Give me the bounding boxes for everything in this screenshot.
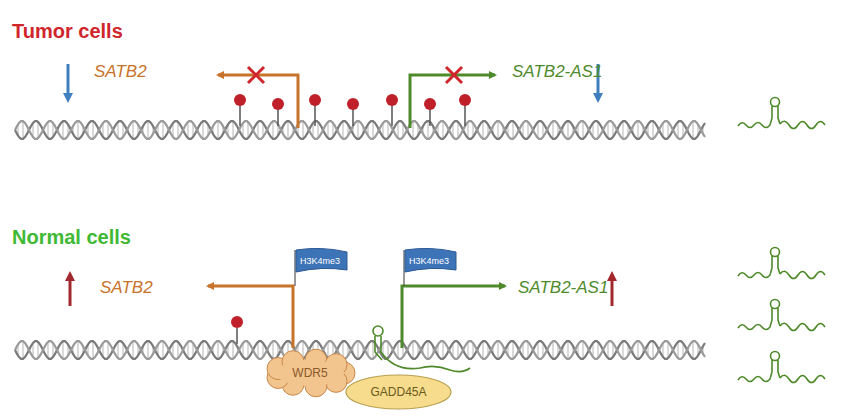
node-text: GADD45A bbox=[370, 385, 426, 399]
rna-molecules bbox=[373, 98, 825, 383]
gene-name: SATB2-AS1 bbox=[512, 62, 602, 82]
protein-cloud: WDR5 bbox=[270, 356, 350, 390]
up-arrow bbox=[69, 276, 72, 306]
promoter-arrow bbox=[410, 75, 495, 128]
up-arrow bbox=[611, 276, 614, 306]
node-text: H3K4me3 bbox=[300, 256, 340, 266]
block-cross bbox=[248, 67, 462, 83]
gene-name: SATB2 bbox=[94, 62, 147, 82]
flag-pole bbox=[294, 250, 295, 286]
node-text: WDR5 bbox=[292, 366, 327, 380]
promoter-arrow bbox=[402, 286, 505, 348]
gene-name: SATB2-AS1 bbox=[518, 278, 608, 298]
histone-flag: H3K4me3 bbox=[296, 250, 347, 272]
node-text: H3K4me3 bbox=[409, 256, 449, 266]
protein-ellipse: GADD45A bbox=[345, 374, 452, 410]
flag-pole bbox=[403, 250, 404, 286]
down-arrow bbox=[67, 64, 70, 98]
methylation-marks bbox=[234, 94, 471, 126]
gene-name: SATB2 bbox=[100, 278, 153, 298]
methylation-mark bbox=[231, 316, 243, 344]
panel-title: Tumor cells bbox=[12, 20, 123, 43]
promoter-arrow bbox=[218, 75, 298, 128]
promoter-arrow bbox=[208, 286, 293, 348]
panel-title: Normal cells bbox=[12, 226, 131, 249]
histone-flag: H3K4me3 bbox=[405, 250, 456, 272]
